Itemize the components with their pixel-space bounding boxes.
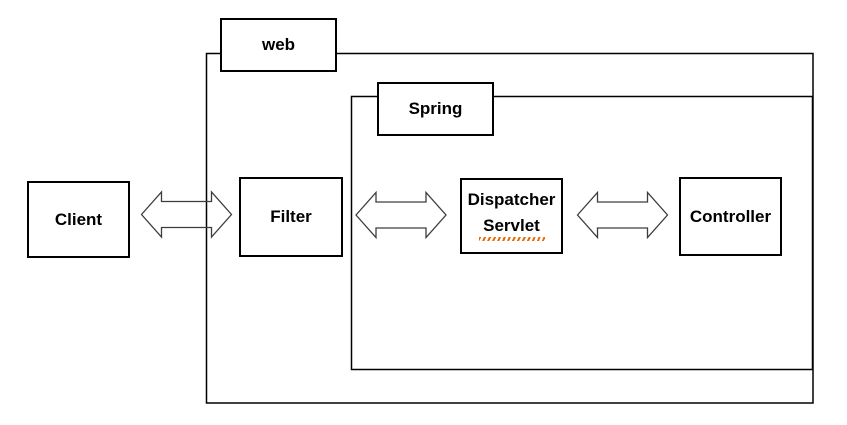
double-arrow-client-filter — [140, 190, 233, 239]
node-dispatcher-servlet-label-line2: Servlet — [483, 215, 540, 235]
double-arrow-filter-dispatcher — [355, 190, 447, 240]
node-dispatcher-servlet: Dispatcher Servlet — [460, 178, 563, 254]
container-spring-label-box: Spring — [377, 82, 494, 136]
node-client-label: Client — [54, 209, 103, 229]
container-spring-frame — [350, 95, 814, 371]
node-controller-label: Controller — [689, 206, 772, 226]
node-client: Client — [27, 181, 130, 258]
node-dispatcher-servlet-label-line1: Dispatcher — [467, 189, 556, 209]
double-arrow-dispatcher-controller — [576, 190, 669, 240]
node-filter-label: Filter — [270, 207, 312, 226]
container-spring-label: Spring — [408, 99, 463, 118]
node-dispatcher-servlet-label-line2-wrap: Servlet — [478, 215, 545, 242]
node-controller: Controller — [679, 177, 782, 256]
container-web-label: web — [261, 35, 296, 54]
spellcheck-squiggle — [478, 237, 545, 242]
node-filter: Filter — [239, 177, 343, 257]
container-web-label-box: web — [220, 18, 337, 72]
